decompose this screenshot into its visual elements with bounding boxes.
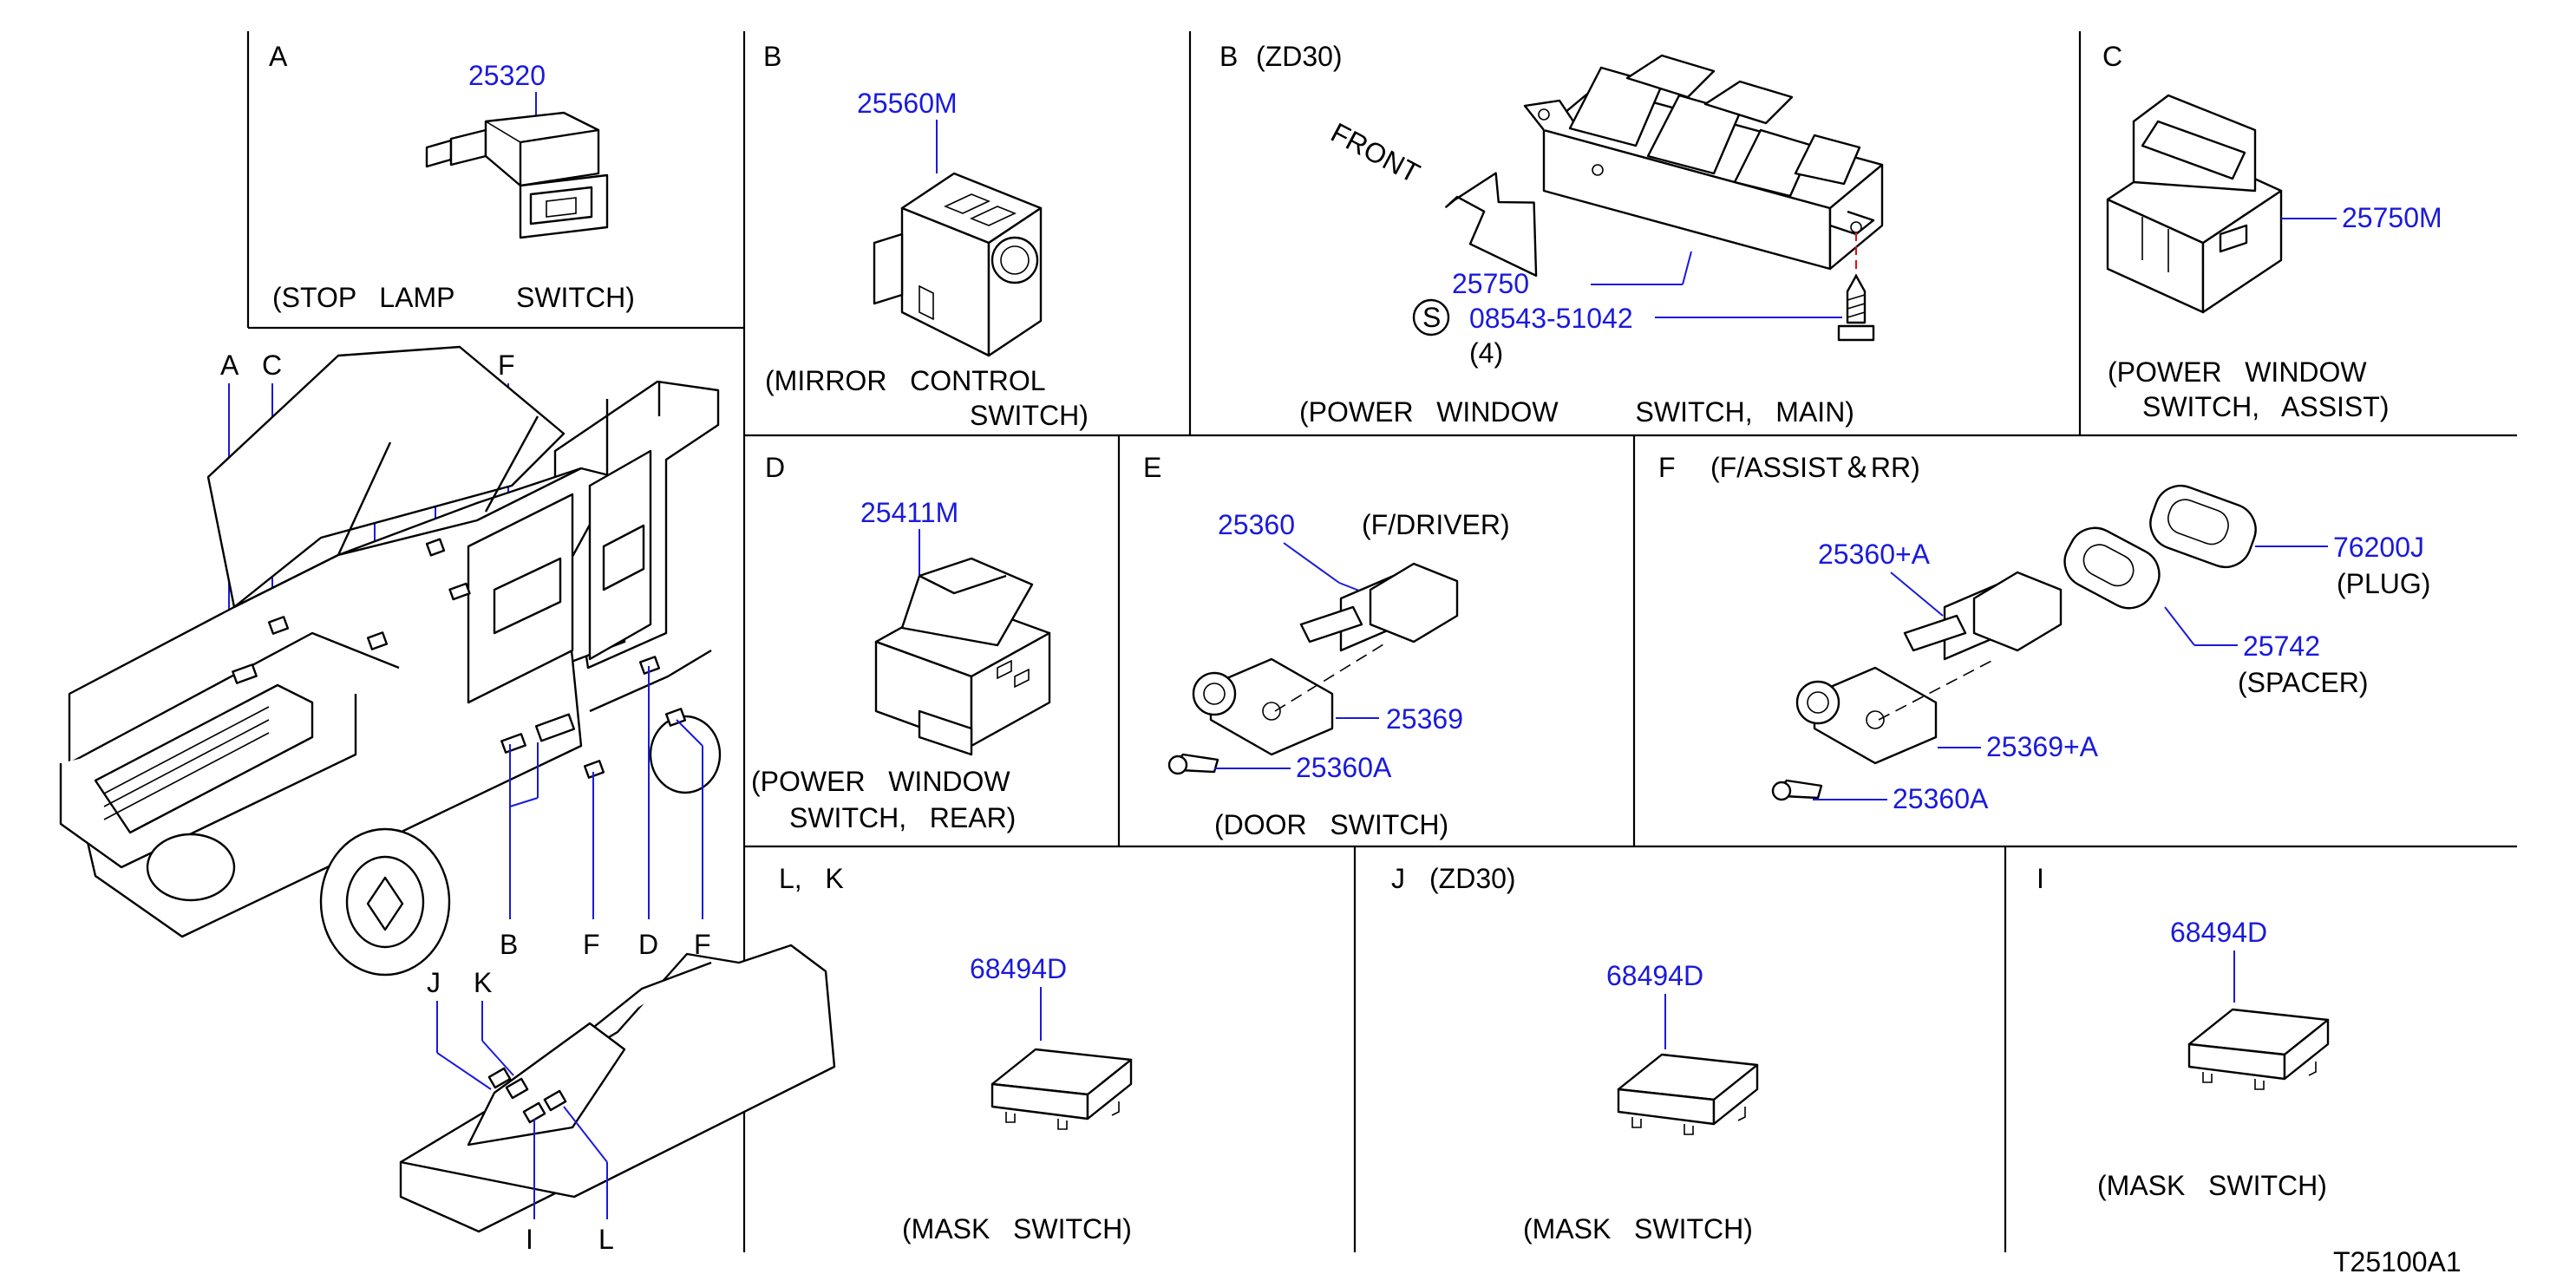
vehicle-body-illustration: [59, 345, 722, 977]
caption-mirror-control-1: (MIRROR CONTROL: [765, 365, 1046, 396]
drawing-id: T25100A1: [2333, 1246, 2462, 1277]
power-window-rear-switch-illustration: [874, 557, 1051, 756]
part-number-25360a: 25360A: [1296, 752, 1392, 783]
panel-letter-b: B: [763, 41, 781, 72]
part-number-25750: 25750: [1452, 268, 1529, 299]
variant-zd30-b: (ZD30): [1256, 41, 1343, 72]
console-letter-l: L: [598, 1224, 614, 1255]
front-arrow-icon: [1445, 172, 1538, 278]
caption-mask-switch-j: (MASK SWITCH): [1523, 1213, 1753, 1245]
vehicle-overview: A C E D F: [59, 345, 722, 977]
quantity-label: (4): [1469, 337, 1503, 369]
part-number-08543-51042: 08543-51042: [1469, 303, 1633, 334]
door-switch-illustration: [1167, 562, 1459, 775]
panel-letter-b-zd30: B: [1219, 41, 1238, 72]
panel-c: C 25750M (POWER WINDOW SWITCH, ASSIST): [2102, 41, 2442, 422]
console-letter-j: J: [427, 967, 441, 998]
part-number-25360-plus-a: 25360+A: [1818, 539, 1931, 570]
s-mark-icon: [1412, 298, 1450, 336]
panel-borders: [246, 31, 2517, 1252]
vehicle-letter-c: C: [262, 350, 282, 381]
caption-power-window-assist-2: SWITCH, ASSIST): [2142, 391, 2389, 422]
caption-power-window-rear-1: (POWER WINDOW: [751, 766, 1010, 797]
panel-d: D 25411M (POWER WINDOW SWITCH, REAR): [751, 452, 1051, 833]
part-number-25750m: 25750M: [2342, 202, 2442, 233]
caption-power-window-assist-1: (POWER WINDOW: [2108, 356, 2367, 388]
part-number-68494d-i: 68494D: [2170, 917, 2267, 948]
vehicle-letter-d-bottom: D: [638, 929, 658, 960]
caption-stop-lamp-switch: (STOP LAMP SWITCH): [272, 282, 635, 313]
panel-a: A 25320 (STOP LAMP SWITCH): [269, 41, 635, 313]
part-number-68494d-j: 68494D: [1606, 960, 1703, 991]
caption-power-window-rear-2: SWITCH, REAR): [789, 802, 1016, 833]
panel-letter-f: F: [1658, 452, 1676, 483]
part-number-25560m: 25560M: [857, 88, 958, 119]
variant-f-assist-rr: (F/ASSIST＆RR): [1710, 452, 1920, 483]
panel-letter-i: I: [2037, 863, 2044, 894]
part-number-76200j: 76200J: [2333, 532, 2424, 563]
panel-letter-j: J: [1391, 863, 1405, 894]
caption-mask-switch-i: (MASK SWITCH): [2097, 1170, 2327, 1201]
variant-f-driver: (F/DRIVER): [1362, 509, 1510, 540]
mirror-control-switch-illustration: [873, 172, 1043, 357]
panel-lk: L, K 68494D (MASK SWITCH): [779, 863, 1133, 1245]
mask-switch-illustration-j: [1617, 1053, 1759, 1135]
panel-b-zd30: B (ZD30) FRONT 25750: [1219, 41, 1884, 428]
vehicle-letter-f-bottom-2: F: [694, 929, 711, 960]
part-number-25360: 25360: [1218, 509, 1295, 540]
caption-mask-switch-lk: (MASK SWITCH): [902, 1213, 1132, 1245]
caption-mirror-control-2: SWITCH): [970, 400, 1089, 431]
console-letter-i: I: [526, 1224, 533, 1255]
door-switch-assist-illustration: [1771, 484, 2257, 801]
part-number-25369-plus-a: 25369+A: [1986, 731, 2099, 762]
part-number-25411m: 25411M: [860, 497, 958, 528]
panel-letter-c: C: [2102, 41, 2122, 72]
panel-j: J (ZD30) 68494D (MASK SWITCH): [1391, 863, 1759, 1245]
vehicle-letter-b: B: [500, 929, 518, 960]
part-number-68494d-lk: 68494D: [970, 953, 1067, 984]
panel-e: E 25360 (F/DRIVER) 25369 25360A (DOOR SW…: [1143, 452, 1510, 840]
screw-illustration: [1837, 274, 1875, 342]
note-spacer: (SPACER): [2238, 667, 2369, 698]
mask-switch-illustration-i: [2187, 1008, 2330, 1090]
vehicle-letter-f-top: F: [498, 350, 515, 381]
caption-power-window-main: (POWER WINDOW SWITCH, MAIN): [1299, 396, 1854, 428]
vehicle-letter-f-bottom-1: F: [583, 929, 600, 960]
panel-letter-lk: L, K: [779, 863, 844, 894]
panel-letter-d: D: [765, 452, 785, 483]
panel-f: F (F/ASSIST＆RR) 25360+A 76200J (PLUG) 25…: [1658, 452, 2430, 814]
part-number-25320: 25320: [468, 60, 546, 91]
caption-door-switch: (DOOR SWITCH): [1214, 809, 1448, 840]
power-window-assist-switch-illustration: [2106, 94, 2283, 314]
panel-b: B 25560M (MIRROR CONTROL SWITCH): [763, 41, 1089, 431]
vehicle-letter-a: A: [220, 350, 239, 381]
panel-i: I 68494D (MASK SWITCH): [2037, 863, 2330, 1201]
console-illustration: [399, 944, 836, 1233]
console-letter-k: K: [474, 967, 492, 998]
power-window-main-switch-illustration: [1523, 54, 1884, 271]
stop-lamp-switch-illustration: [425, 111, 609, 239]
panel-letter-a: A: [269, 41, 288, 72]
mask-switch-illustration-lk: [991, 1048, 1133, 1130]
part-number-25369: 25369: [1386, 703, 1463, 735]
part-number-25360a-f: 25360A: [1893, 783, 1989, 814]
note-plug: (PLUG): [2337, 568, 2430, 599]
s-mark-label: S: [1422, 302, 1441, 333]
panel-letter-e: E: [1143, 452, 1161, 483]
part-number-25742: 25742: [2243, 630, 2320, 662]
variant-zd30-j: (ZD30): [1429, 863, 1516, 894]
front-label: FRONT: [1326, 116, 1425, 189]
center-console: J K I L: [399, 944, 836, 1255]
